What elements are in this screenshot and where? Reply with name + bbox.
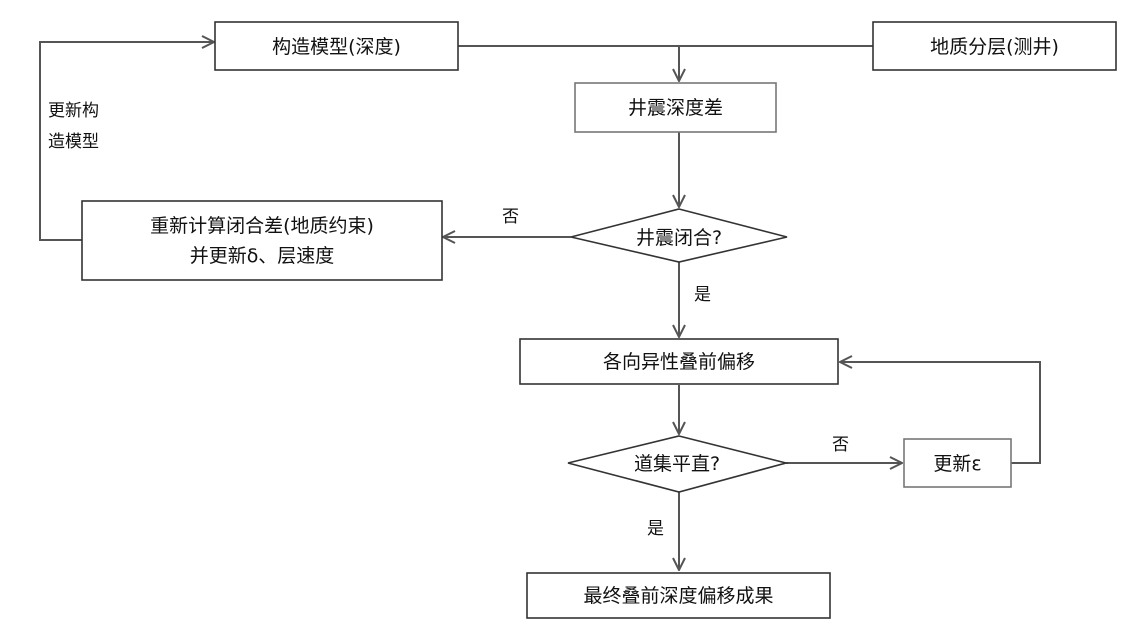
edge-label-closure-yes: 是 xyxy=(694,285,711,305)
node-update-epsilon: 更新ε xyxy=(903,438,1012,488)
edge-label-update-model-2: 造模型 xyxy=(48,132,99,152)
node-closure-decision-label: 井震闭合? xyxy=(636,227,722,249)
node-gather-decision: 道集平直? xyxy=(567,435,790,493)
node-geologic-layering: 地质分层(测井) xyxy=(872,21,1117,71)
node-gather-decision-label: 道集平直? xyxy=(634,453,720,475)
node-final-result: 最终叠前深度偏移成果 xyxy=(526,572,831,619)
node-recompute-closure-line2: 并更新δ、层速度 xyxy=(190,245,335,267)
node-depth-diff-label: 井震深度差 xyxy=(628,97,723,119)
edge-update-model-loop xyxy=(39,42,214,241)
node-recompute-closure: 重新计算闭合差(地质约束) 并更新δ、层速度 xyxy=(81,200,443,281)
node-depth-diff: 井震深度差 xyxy=(574,82,777,133)
node-closure-decision: 井震闭合? xyxy=(570,208,788,263)
edge-label-closure-no: 否 xyxy=(502,207,519,227)
node-geologic-layering-label: 地质分层(测井) xyxy=(930,36,1059,58)
node-anisotropic-migration: 各向异性叠前偏移 xyxy=(519,338,839,385)
edge-update-epsilon-loop xyxy=(840,362,1041,464)
node-update-epsilon-label: 更新ε xyxy=(933,453,981,475)
node-recompute-closure-line1: 重新计算闭合差(地质约束) xyxy=(150,215,374,237)
edge-label-gather-yes: 是 xyxy=(647,519,664,539)
edge-label-gather-no: 否 xyxy=(832,435,849,455)
edge-label-update-model-1: 更新构 xyxy=(48,101,99,121)
node-structural-model: 构造模型(深度) xyxy=(214,21,459,71)
node-structural-model-label: 构造模型(深度) xyxy=(272,36,401,58)
node-final-result-label: 最终叠前深度偏移成果 xyxy=(583,585,773,607)
node-anisotropic-migration-label: 各向异性叠前偏移 xyxy=(603,351,755,373)
